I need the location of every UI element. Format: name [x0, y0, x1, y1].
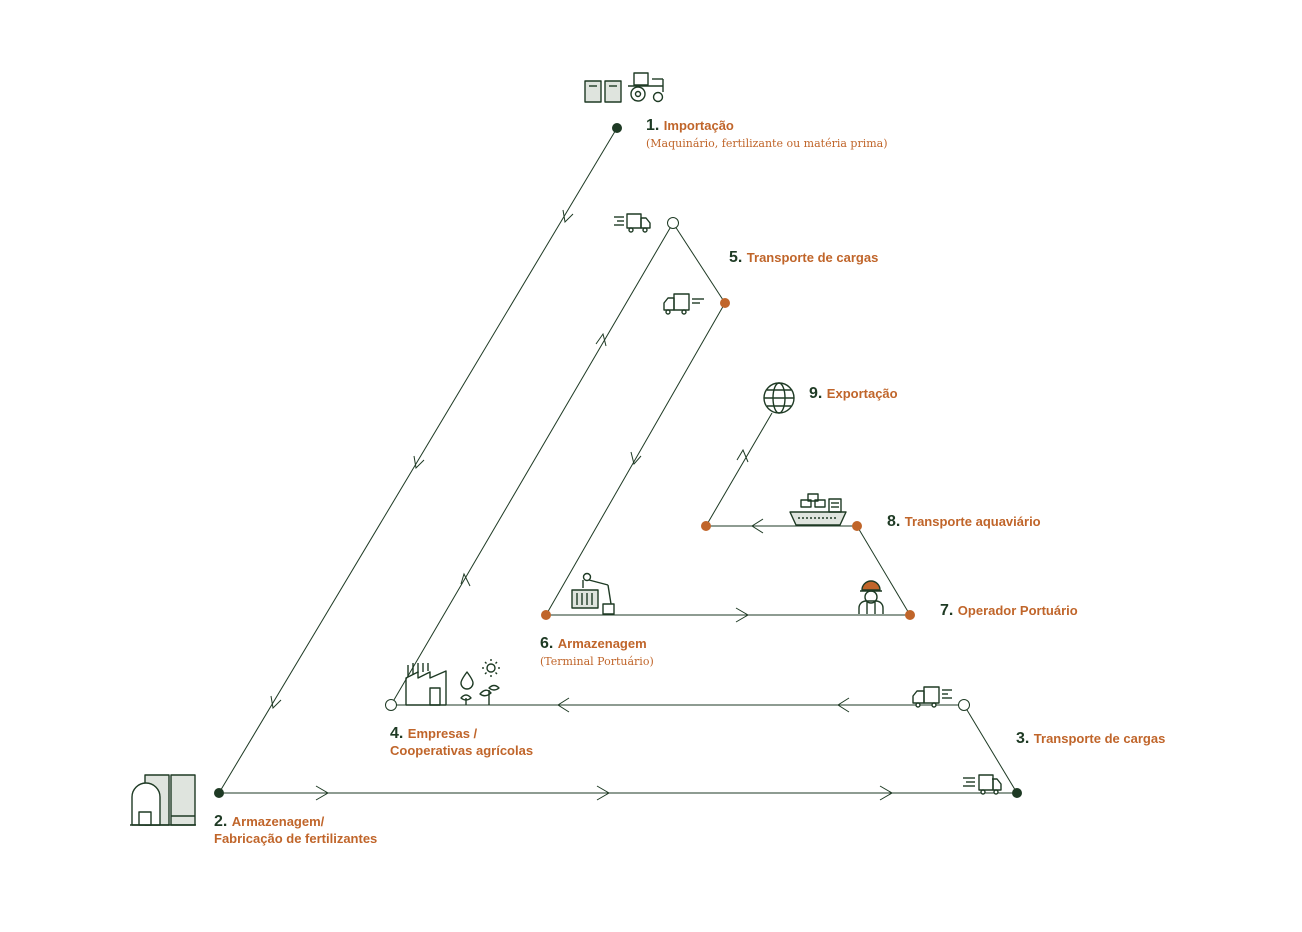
sun-icon — [482, 659, 500, 677]
flow-line-5-right — [672, 222, 726, 304]
arrow-up-right — [595, 332, 607, 347]
node-3-mid — [958, 699, 970, 711]
arrow-right — [735, 607, 749, 623]
arrow-left — [751, 518, 764, 534]
step-9-label: 9. Exportação — [809, 384, 898, 403]
flow-line-1-2 — [218, 127, 618, 794]
step-number: 7. — [940, 602, 954, 619]
flow-line-3-up — [963, 704, 1018, 794]
step-5-label: 5. Transporte de cargas — [729, 248, 878, 267]
arrow-right — [596, 785, 610, 801]
step-title: Transporte de cargas — [746, 250, 879, 265]
factory-icon — [405, 663, 447, 706]
arrow-down-left — [270, 695, 282, 710]
truck-icon — [614, 213, 651, 233]
plant-icon — [460, 684, 500, 705]
arrow-up-right — [460, 572, 471, 587]
arrow-right — [315, 785, 329, 801]
step-title-line2: Cooperativas agrícolas — [390, 743, 534, 759]
arrow-down-left — [413, 455, 425, 470]
node-2 — [214, 788, 224, 798]
node-8-left — [701, 521, 711, 531]
warehouse-icon — [130, 774, 196, 826]
container-icon — [571, 589, 599, 609]
step-title-line2: Fabricação de fertilizantes — [214, 831, 378, 847]
tractor-icon — [628, 72, 664, 103]
cargo-ship-icon — [789, 493, 847, 526]
step-number: 5. — [729, 249, 743, 266]
step-number: 6. — [540, 635, 554, 652]
node-5 — [720, 298, 730, 308]
step-3-label: 3. Transporte de cargas — [1016, 729, 1165, 748]
globe-icon — [763, 382, 795, 414]
step-number: 9. — [809, 385, 823, 402]
port-worker-icon — [858, 580, 884, 614]
direction-arrows — [270, 209, 893, 801]
bags-icon — [584, 80, 622, 103]
node-3 — [1012, 788, 1022, 798]
step-number: 1. — [646, 117, 660, 134]
truck-icon — [912, 686, 952, 708]
node-7 — [905, 610, 915, 620]
arrow-up-right — [736, 448, 749, 463]
step-title: Importação — [663, 118, 734, 133]
step-8-label: 8. Transporte aquaviário — [887, 512, 1041, 531]
arrow-left — [837, 697, 850, 713]
node-1 — [612, 123, 622, 133]
flow-line-7-8 — [856, 525, 911, 616]
step-title: Transporte aquaviário — [904, 514, 1041, 529]
step-title: Transporte de cargas — [1033, 731, 1166, 746]
step-2-label: 2. Armazenagem/ Fabricação de fertilizan… — [214, 812, 377, 847]
step-subtitle: (Terminal Portuário) — [540, 655, 654, 669]
arrow-down-left — [562, 209, 574, 224]
step-title: Armazenagem/ — [231, 814, 325, 829]
step-6-label: 6. Armazenagem (Terminal Portuário) — [540, 634, 654, 668]
node-8 — [852, 521, 862, 531]
step-1-label: 1. Importação (Maquinário, fertilizante … — [646, 116, 888, 150]
step-number: 2. — [214, 813, 228, 830]
node-4 — [385, 699, 397, 711]
step-number: 8. — [887, 513, 901, 530]
flow-line-8-9 — [705, 412, 773, 527]
step-title: Operador Portuário — [957, 603, 1078, 618]
flow-line-5-6 — [545, 302, 726, 616]
node-6 — [541, 610, 551, 620]
step-title: Empresas / — [407, 726, 478, 741]
step-title: Armazenagem — [557, 636, 647, 651]
step-number: 3. — [1016, 730, 1030, 747]
step-title: Exportação — [826, 386, 898, 401]
flow-line-4-5 — [390, 222, 674, 706]
node-5-top — [667, 217, 679, 229]
step-subtitle: (Maquinário, fertilizante ou matéria pri… — [646, 137, 888, 151]
truck-icon — [963, 774, 1002, 795]
port-crane-icon — [582, 572, 615, 615]
step-7-label: 7. Operador Portuário — [940, 601, 1078, 620]
arrow-left — [557, 697, 570, 713]
water-drop-icon — [460, 671, 474, 690]
arrow-right — [879, 785, 893, 801]
step-number: 4. — [390, 725, 404, 742]
truck-icon — [663, 293, 704, 315]
arrow-down-left — [630, 451, 642, 466]
step-4-label: 4. Empresas / Cooperativas agrícolas — [390, 724, 533, 759]
